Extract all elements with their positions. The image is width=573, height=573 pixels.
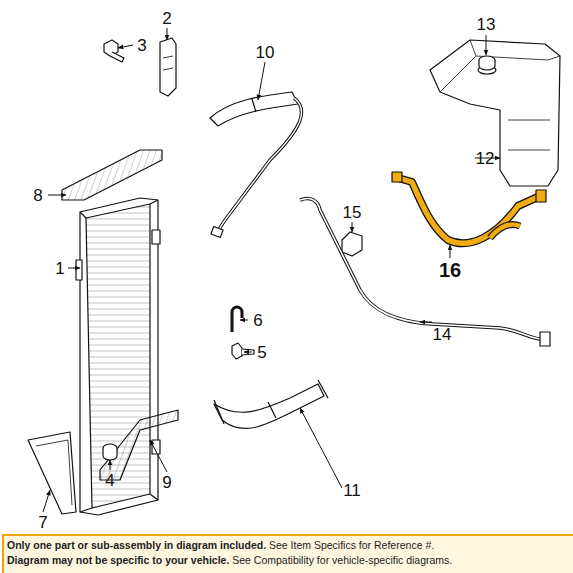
callout-number: 6 <box>253 312 262 329</box>
reservoir-cap <box>479 56 495 70</box>
callout-number: 7 <box>38 514 47 531</box>
callout-number: 2 <box>162 10 171 27</box>
callout-number: 5 <box>257 344 266 361</box>
upper-air-seal <box>62 150 162 200</box>
grommet <box>103 444 117 460</box>
callout-number: 14 <box>433 326 452 343</box>
notice-text: Diagram may not be specific to your vehi… <box>7 554 229 566</box>
leader-lines <box>43 28 500 512</box>
notice-banner: Only one part or sub-assembly in diagram… <box>2 534 573 573</box>
coolant-hose <box>392 172 546 243</box>
notice-text: Only one part or sub-assembly in diagram… <box>7 539 266 551</box>
bolt <box>104 40 124 62</box>
callout-number: 16 <box>439 260 461 280</box>
upper-hose <box>210 92 302 237</box>
callout-number: 8 <box>33 187 42 204</box>
hose-clip <box>342 232 362 256</box>
callout-number: 10 <box>256 44 275 61</box>
callout-number: 15 <box>343 204 362 221</box>
callout-number: 4 <box>105 472 114 489</box>
callout-number: 1 <box>55 260 64 277</box>
callout-number: 3 <box>137 37 146 54</box>
callout-number: 13 <box>477 16 496 33</box>
coolant-reservoir <box>430 40 560 186</box>
lower-hose <box>214 380 328 429</box>
lower-air-seal <box>100 410 178 480</box>
overflow-hose <box>300 198 550 346</box>
side-seal <box>28 432 76 514</box>
notice-text: See Compatibility for vehicle-specific d… <box>232 554 452 566</box>
callout-number: 11 <box>343 482 361 499</box>
bolt <box>232 343 254 359</box>
parts-illustration <box>0 0 573 530</box>
callout-number: 9 <box>162 474 171 491</box>
callout-number: 12 <box>476 150 495 167</box>
notice-text: See Item Specifics for Reference #. <box>269 539 434 551</box>
bracket <box>160 38 176 96</box>
